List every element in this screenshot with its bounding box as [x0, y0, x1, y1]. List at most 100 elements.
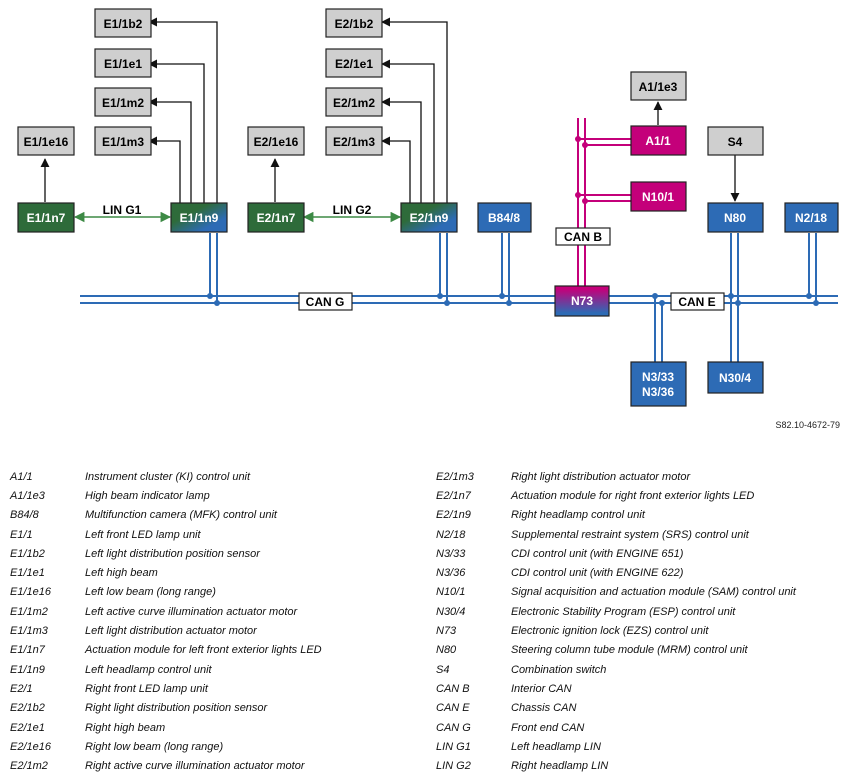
box-e2-1e1-label: E2/1e1	[335, 57, 373, 71]
legend-row: E2/1n7 Actuation module for right front e…	[436, 486, 796, 505]
svg-text:CAN E: CAN E	[678, 295, 715, 309]
legend-description: Actuation module for right front exterio…	[511, 489, 755, 502]
legend-code: E1/1m3	[10, 625, 48, 638]
canb-junctions	[575, 136, 588, 204]
box-n80-label: N80	[724, 211, 746, 225]
legend-code: E1/1m2	[10, 605, 48, 618]
legend-code: CAN G	[436, 721, 471, 734]
legend-description: Left light distribution actuator motor	[85, 625, 257, 638]
legend-code: E1/1	[10, 528, 33, 541]
legend-description: CDI control unit (with ENGINE 651)	[511, 547, 684, 560]
legend-description: Instrument cluster (KI) control unit	[85, 470, 251, 483]
box-e1-1n9-label: E1/1n9	[180, 211, 219, 225]
box-e1-1n7: E1/1n7	[17, 202, 75, 233]
legend-row: E1/1m3 Left light distribution actuator m…	[10, 621, 322, 640]
legend-description: Front end CAN	[511, 721, 585, 734]
legend-code: LIN G2	[436, 760, 471, 773]
legend-row: A1/1 Instrument cluster (KI) control unit	[10, 467, 322, 486]
legend-code: E2/1n7	[436, 489, 471, 502]
legend-code: A1/1	[10, 470, 33, 483]
svg-text:CAN B: CAN B	[564, 230, 602, 244]
legend-left: A1/1 Instrument cluster (KI) control unit…	[10, 467, 322, 776]
box-e2-1e16-label: E2/1e16	[254, 135, 299, 149]
legend-row: E1/1 Left front LED lamp unit	[10, 525, 322, 544]
legend-description: Right high beam	[85, 721, 166, 734]
legend-description: Right front LED lamp unit	[85, 682, 208, 695]
legend-code: CAN E	[436, 702, 470, 715]
box-e1-1e1-label: E1/1e1	[104, 57, 142, 71]
figure-reference: S82.10-4672-79	[775, 420, 840, 430]
legend-code: N3/33	[436, 547, 466, 560]
legend-description: Electronic ignition lock (EZS) control u…	[511, 625, 709, 638]
legend-description: Electronic Stability Program (ESP) contr…	[511, 605, 736, 618]
signal-arrows	[40, 17, 740, 205]
legend-description: Left headlamp control unit	[85, 663, 212, 676]
box-n73-label: N73	[571, 294, 593, 308]
box-e1-1b2-label: E1/1b2	[104, 17, 143, 31]
box-e1-1e16: E1/1e16	[17, 126, 75, 156]
legend-code: A1/1e3	[10, 489, 45, 502]
legend-row: N3/33 CDI control unit (with ENGINE 651)	[436, 544, 796, 563]
label-lin-g2: LIN G2	[328, 202, 376, 217]
legend-description: Steering column tube module (MRM) contro…	[511, 644, 748, 657]
svg-text:LIN G2: LIN G2	[333, 203, 372, 217]
legend-row: E2/1 Right front LED lamp unit	[10, 679, 322, 698]
legend-code: E2/1e1	[10, 721, 45, 734]
label-can-b: CAN B	[555, 227, 611, 246]
legend-description: Right headlamp LIN	[511, 760, 609, 773]
legend-description: Supplemental restraint system (SRS) cont…	[511, 528, 749, 541]
legend-description: Actuation module for left front exterior…	[85, 644, 322, 657]
box-e2-1n7-label: E2/1n7	[257, 211, 296, 225]
box-n10-1-label: N10/1	[642, 190, 674, 204]
box-e2-1m3-label: E2/1m3	[333, 135, 375, 149]
box-n30-4-label: N30/4	[719, 371, 751, 385]
box-e2-1m3: E2/1m3	[325, 126, 383, 156]
legend-code: E2/1n9	[436, 509, 471, 522]
box-n80: N80	[707, 202, 764, 233]
legend-description: CDI control unit (with ENGINE 622)	[511, 567, 684, 580]
box-e2-1n9: E2/1n9	[400, 202, 458, 233]
legend-code: E1/1n7	[10, 644, 45, 657]
legend-description: Right light distribution position sensor	[85, 702, 268, 715]
box-e2-1e16: E2/1e16	[247, 126, 305, 156]
box-n2-18-label: N2/18	[795, 211, 827, 225]
legend-description: Left front LED lamp unit	[85, 528, 201, 541]
legend-code: E2/1	[10, 682, 33, 695]
box-e1-1m3-label: E1/1m3	[102, 135, 144, 149]
legend-row: LIN G2 Right headlamp LIN	[436, 756, 796, 775]
legend-row: CAN E Chassis CAN	[436, 699, 796, 718]
box-e1-1b2: E1/1b2	[94, 8, 152, 38]
legend-description: Signal acquisition and actuation module …	[511, 586, 796, 599]
label-can-g: CAN G	[298, 292, 353, 311]
legend-description: Interior CAN	[511, 682, 572, 695]
box-b84-8-label: B84/8	[488, 211, 520, 225]
legend-description: Chassis CAN	[511, 702, 577, 715]
box-n2-18: N2/18	[784, 202, 839, 233]
svg-text:CAN G: CAN G	[306, 295, 345, 309]
box-e1-1m2: E1/1m2	[94, 87, 152, 117]
legend-description: High beam indicator lamp	[85, 489, 210, 502]
legend-description: Right light distribution actuator motor	[511, 470, 691, 483]
box-n10-1: N10/1	[630, 181, 687, 212]
legend-description: Right active curve illumination actuator…	[85, 760, 305, 773]
label-can-e: CAN E	[670, 292, 725, 311]
box-e1-1m2-label: E1/1m2	[102, 96, 144, 110]
legend-description: Left headlamp LIN	[511, 740, 601, 753]
box-a1-1-label: A1/1	[645, 134, 671, 148]
box-s4: S4	[707, 126, 764, 156]
